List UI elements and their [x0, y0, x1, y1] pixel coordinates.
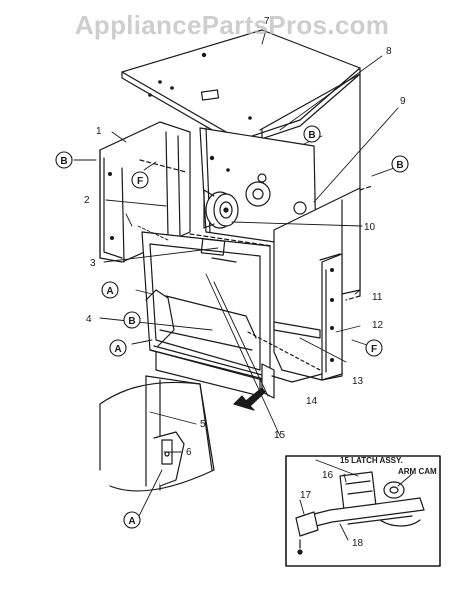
- detail-view-latch-bracket: [99, 375, 215, 492]
- callout-10: 10: [364, 222, 376, 233]
- ref-marker-label: B: [308, 130, 315, 141]
- latch-assembly-inset: [285, 455, 441, 567]
- callout-12: 12: [372, 320, 384, 331]
- ref-marker-a-1: A: [101, 281, 119, 299]
- callout-2: 2: [84, 195, 90, 206]
- ref-marker-label: B: [396, 160, 403, 171]
- reference-markers: B F B B A B A F A: [55, 125, 409, 529]
- inset-captions: 15 LATCH ASSY. ARM CAM: [340, 456, 437, 476]
- top-panel: [121, 29, 361, 147]
- base-rails: [155, 321, 323, 397]
- leader-lines: [73, 29, 413, 541]
- callout-numbers: 7 8 9 1 2 10 3 11 4 12 13 14 15 5 6 16 1…: [84, 16, 406, 549]
- callout-7: 7: [264, 16, 270, 27]
- ref-marker-label: B: [60, 156, 67, 167]
- callout-15: 15: [274, 430, 286, 441]
- callout-13: 13: [352, 376, 364, 387]
- callout-4: 4: [86, 314, 92, 325]
- callout-16: 16: [322, 470, 334, 481]
- detail-arrow-icon: [233, 387, 266, 411]
- pulley: [203, 189, 239, 229]
- ref-marker-b-1: B: [55, 151, 73, 169]
- callout-11: 11: [372, 292, 383, 303]
- ref-marker-label: A: [106, 286, 113, 297]
- ref-marker-label: F: [371, 344, 377, 355]
- ref-marker-b-4: B: [123, 311, 141, 329]
- ref-marker-f-1: F: [131, 171, 149, 189]
- ref-marker-b-2: B: [303, 125, 321, 143]
- callout-1: 1: [96, 126, 102, 137]
- watermark-logo: AppliancePartsPros.com: [74, 10, 390, 40]
- callout-9: 9: [400, 96, 406, 107]
- ref-marker-a-3: A: [123, 511, 141, 529]
- ref-marker-label: B: [128, 316, 135, 327]
- hidden-edges: [139, 159, 373, 247]
- ref-marker-f-2: F: [365, 339, 383, 357]
- ref-marker-label: A: [114, 344, 121, 355]
- arm-cam-label: ARM CAM: [398, 467, 437, 476]
- latch-assy-title: 15 LATCH ASSY.: [340, 456, 403, 465]
- callout-14: 14: [306, 396, 318, 407]
- callout-5: 5: [200, 419, 206, 430]
- ref-marker-label: A: [128, 516, 135, 527]
- front-frame: [141, 231, 275, 399]
- callout-6: 6: [186, 447, 192, 458]
- left-side-panel: [99, 121, 191, 263]
- callout-3: 3: [90, 258, 96, 269]
- ref-marker-b-3: B: [391, 155, 409, 173]
- callout-8: 8: [386, 46, 392, 57]
- callout-18: 18: [352, 538, 364, 549]
- ref-marker-label: F: [137, 176, 143, 187]
- callout-17: 17: [300, 490, 312, 501]
- ref-marker-a-2: A: [109, 339, 127, 357]
